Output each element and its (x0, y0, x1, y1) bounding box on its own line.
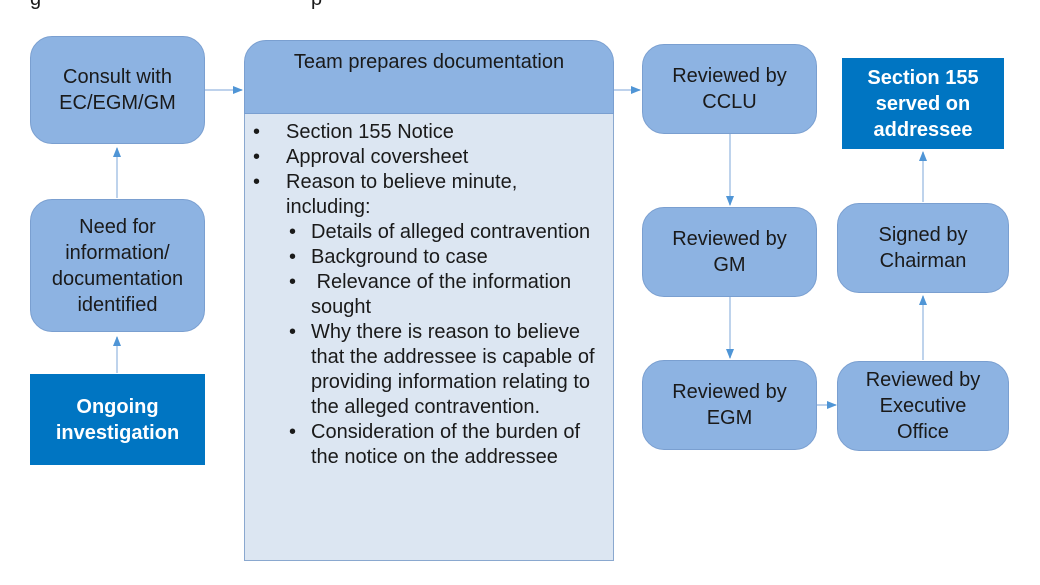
consult-line-2: EC/EGM/GM (59, 92, 176, 114)
doc-subitem-text: Consideration of the burden of the notic… (311, 421, 581, 468)
doc-item-text: Section 155 Notice (286, 121, 454, 143)
egm-line-1: Reviewed by (672, 381, 787, 403)
reason-sublist: Details of alleged contravention Backgro… (286, 220, 607, 470)
reviewed-executive-office-node: Reviewed by Executive Office (837, 361, 1009, 451)
gm-line-1: Reviewed by (672, 228, 787, 250)
reviewed-gm-node: Reviewed by GM (642, 207, 817, 297)
doc-subitem: Background to case (245, 245, 607, 270)
doc-subitem: Consideration of the burden of the notic… (245, 420, 607, 470)
gm-line-2: GM (713, 254, 746, 276)
need-line-2: information/ (65, 241, 170, 264)
doc-subitem-text: Background to case (311, 246, 488, 268)
doc-subitem: Why there is reason to believe that the … (245, 320, 607, 420)
served-line-3: addressee (873, 118, 973, 141)
cropped-header-right: p (311, 0, 322, 11)
cropped-header: g p (0, 0, 1040, 22)
cropped-header-left: g (30, 0, 41, 11)
doc-subitem: Details of alleged contravention (245, 220, 607, 245)
reviewed-egm-node: Reviewed by EGM (642, 360, 817, 450)
egm-line-2: EGM (706, 407, 753, 429)
need-node: Need for information/ documentation iden… (30, 199, 205, 332)
served-line-2: served on (875, 92, 971, 115)
need-line-3: documentation (51, 267, 184, 290)
reviewed-cclu-node: Reviewed by CCLU (642, 44, 817, 134)
ongoing-investigation-node: Ongoing investigation (30, 374, 205, 465)
need-line-1: Need for (79, 215, 156, 238)
section-155-served-node: Section 155 served on addressee (842, 58, 1004, 149)
documentation-list-panel: Section 155 Notice Approval coversheet R… (244, 114, 614, 561)
consult-line-1: Consult with (63, 66, 172, 88)
cclu-line-2: CCLU (702, 91, 757, 113)
doc-item-text: Reason to believe minute, including: (286, 171, 518, 218)
team-documentation-node: Team prepares documentation Section 155 … (244, 40, 614, 561)
doc-item: Approval coversheet (245, 145, 607, 170)
signed-by-chairman-node: Signed by Chairman (837, 203, 1009, 293)
doc-subitem-text: Why there is reason to believe that the … (311, 321, 595, 418)
doc-item: Reason to believe minute, including: Det… (245, 170, 607, 470)
doc-item: Section 155 Notice (245, 120, 607, 145)
cclu-line-1: Reviewed by (672, 65, 787, 87)
signed-line-1: Signed by (878, 224, 968, 246)
doc-item-text: Approval coversheet (286, 146, 469, 168)
consult-node: Consult with EC/EGM/GM (30, 36, 205, 144)
ongoing-line-1: Ongoing (76, 395, 159, 418)
exec-line-2: Executive (879, 395, 967, 417)
doc-subitem-text: Details of alleged contravention (311, 221, 591, 243)
served-line-1: Section 155 (867, 66, 979, 89)
ongoing-line-2: investigation (55, 421, 180, 444)
exec-line-1: Reviewed by (865, 369, 981, 391)
doc-subitem-text: Relevance of the information sought (311, 271, 577, 318)
need-line-4: identified (77, 293, 158, 316)
signed-line-2: Chairman (879, 250, 967, 272)
documentation-list: Section 155 Notice Approval coversheet R… (245, 120, 607, 470)
doc-subitem: Relevance of the information sought (245, 270, 607, 320)
team-documentation-title: Team prepares documentation (244, 40, 614, 114)
exec-line-3: Office (897, 421, 949, 443)
